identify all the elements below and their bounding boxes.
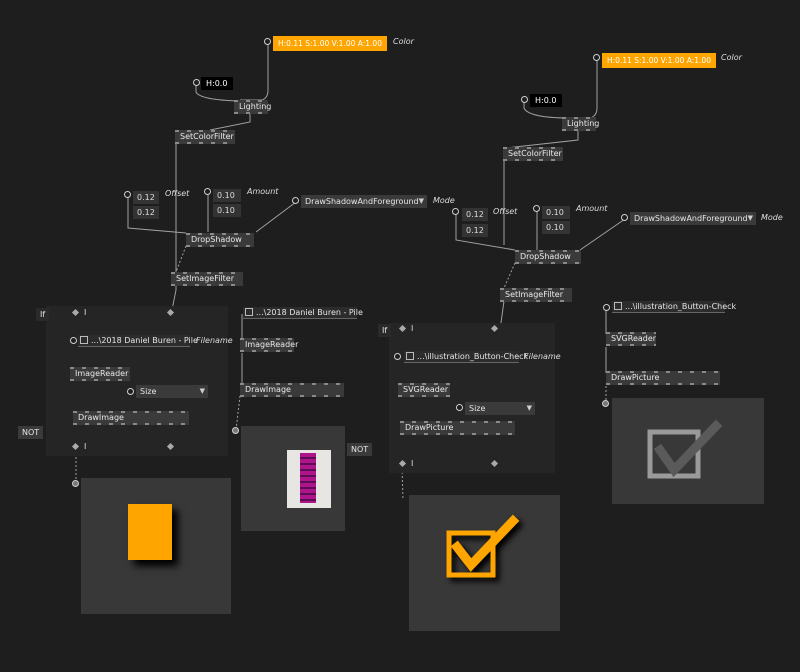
triangle-down-icon: ▼ — [199, 387, 205, 395]
filename-value-2: ...\illustration_Button-Check — [417, 352, 529, 361]
offset-pin-2[interactable] — [452, 208, 459, 215]
color-label: Color — [393, 37, 414, 46]
mode-pin-2[interactable] — [621, 214, 628, 221]
hue-iobox[interactable]: H:0.0 — [201, 77, 233, 90]
imagereader-node[interactable]: ImageReader — [70, 367, 130, 381]
offset-y-value-2[interactable]: 0.12 — [462, 224, 488, 237]
svgreader-node[interactable]: SVGReader — [398, 383, 450, 397]
render-window-check-orange — [409, 495, 560, 631]
mode-dropdown-2[interactable]: DrawShadowAndForeground ▼ — [630, 212, 756, 225]
else-render-pin[interactable] — [232, 427, 239, 434]
lighting-node-2[interactable]: Lighting — [562, 117, 599, 131]
else-filename-value: ...\2018 Daniel Buren - Pile — [256, 308, 363, 317]
color-pin-2[interactable] — [593, 54, 600, 61]
size-dropdown[interactable]: Size ▼ — [136, 385, 208, 398]
offset-label-2: Offset — [493, 207, 518, 216]
orange-rectangle — [128, 504, 172, 560]
triangle-down-icon: ▼ — [418, 197, 424, 205]
offset-x-value-2[interactable]: 0.12 — [462, 208, 488, 221]
else-filename-iobox-2[interactable]: ...\illustration_Button-Check — [612, 301, 736, 313]
else-imagereader-node[interactable]: ImageReader — [240, 338, 298, 352]
render-window-orange — [81, 478, 231, 614]
amount-pin[interactable] — [204, 188, 211, 195]
checkbox-check-icon — [647, 419, 723, 479]
file-icon — [406, 352, 414, 360]
offset-y-value[interactable]: 0.12 — [133, 206, 159, 219]
size-dropdown-2[interactable]: Size ▼ — [465, 402, 535, 415]
not-tag: NOT — [18, 426, 44, 439]
setcolorfilter-node[interactable]: SetColorFilter — [175, 130, 235, 144]
amount-x-value[interactable]: 0.10 — [213, 189, 241, 202]
else-not-tag: NOT — [347, 443, 373, 456]
else-svgreader-node[interactable]: SVGReader — [606, 332, 656, 346]
color-label-2: Color — [721, 53, 742, 62]
else-drawpicture-node[interactable]: DrawPicture — [606, 371, 720, 385]
hue-pin-2[interactable] — [521, 96, 528, 103]
amount-pin-2[interactable] — [533, 205, 540, 212]
if-tag-2: If — [378, 324, 392, 337]
color-pin[interactable] — [264, 38, 271, 45]
mode-dropdown-value: DrawShadowAndForeground — [305, 197, 419, 206]
size-pin-2[interactable] — [456, 404, 463, 411]
lighting-node[interactable]: Lighting — [234, 100, 271, 114]
if-i-label-bottom-2: I — [411, 459, 414, 468]
offset-label: Offset — [165, 189, 190, 198]
mode-dropdown[interactable]: DrawShadowAndForeground ▼ — [301, 195, 427, 208]
else-filename-pin-2[interactable] — [603, 304, 610, 311]
triangle-down-icon: ▼ — [526, 404, 532, 412]
else-filename-iobox[interactable]: ...\2018 Daniel Buren - Pile — [243, 307, 363, 319]
if-region[interactable] — [46, 306, 228, 456]
if-i-label-2: I — [411, 324, 414, 333]
filename-value: ...\2018 Daniel Buren - Pile — [91, 336, 198, 345]
if-i-label: I — [84, 308, 87, 317]
checkbox-check-icon — [446, 514, 520, 578]
hue-iobox-2[interactable]: H:0.0 — [530, 94, 562, 107]
render-pin[interactable] — [72, 480, 79, 487]
mode-dropdown-value-2: DrawShadowAndForeground — [634, 214, 748, 223]
photo-thumbnail — [287, 450, 331, 508]
filename-pin[interactable] — [70, 337, 77, 344]
filename-label: Filename — [196, 336, 233, 345]
color-iobox[interactable]: H:0.11 S:1.00 V:1.00 A:1.00 — [273, 36, 387, 51]
size-dropdown-value: Size — [140, 387, 157, 396]
if-tag: If — [36, 308, 50, 321]
filename-iobox-2[interactable]: ...\illustration_Button-Check — [404, 351, 528, 363]
amount-y-value[interactable]: 0.10 — [213, 204, 241, 217]
file-icon — [80, 336, 88, 344]
filename-iobox[interactable]: ...\2018 Daniel Buren - Pile — [78, 335, 198, 347]
amount-label-2: Amount — [576, 204, 608, 213]
color-iobox-2[interactable]: H:0.11 S:1.00 V:1.00 A:1.00 — [602, 53, 716, 68]
dropshadow-node-2[interactable]: DropShadow — [515, 250, 581, 264]
amount-y-value-2[interactable]: 0.10 — [542, 221, 570, 234]
render-window-check-gray — [612, 398, 764, 504]
if-region-2[interactable] — [389, 323, 555, 473]
dropshadow-node[interactable]: DropShadow — [186, 233, 254, 247]
mode-label-2: Mode — [761, 213, 783, 222]
file-icon — [245, 308, 253, 316]
drawimage-node[interactable]: DrawImage — [73, 411, 189, 425]
drawpicture-node[interactable]: DrawPicture — [400, 421, 515, 435]
setimagefilter-node[interactable]: SetImageFilter — [171, 272, 243, 286]
amount-x-value-2[interactable]: 0.10 — [542, 206, 570, 219]
mode-pin[interactable] — [292, 197, 299, 204]
else-render-pin-2[interactable] — [602, 400, 609, 407]
render-window-photo — [241, 426, 345, 531]
triangle-down-icon: ▼ — [747, 214, 753, 222]
filename-label-2: Filename — [524, 352, 561, 361]
amount-label: Amount — [247, 187, 279, 196]
offset-x-value[interactable]: 0.12 — [133, 191, 159, 204]
file-icon — [614, 302, 622, 310]
offset-pin[interactable] — [124, 191, 131, 198]
if-i-label-bottom: I — [84, 442, 87, 451]
size-pin[interactable] — [127, 388, 134, 395]
filename-pin-2[interactable] — [394, 353, 401, 360]
setcolorfilter-node-2[interactable]: SetColorFilter — [503, 147, 563, 161]
size-dropdown-value-2: Size — [469, 404, 486, 413]
setimagefilter-node-2[interactable]: SetImageFilter — [500, 288, 572, 302]
mode-label: Mode — [433, 196, 455, 205]
else-drawimage-node[interactable]: DrawImage — [240, 383, 344, 397]
else-filename-value-2: ...\illustration_Button-Check — [625, 302, 737, 311]
pile-sculpture — [300, 453, 316, 503]
hue-pin[interactable] — [193, 79, 200, 86]
